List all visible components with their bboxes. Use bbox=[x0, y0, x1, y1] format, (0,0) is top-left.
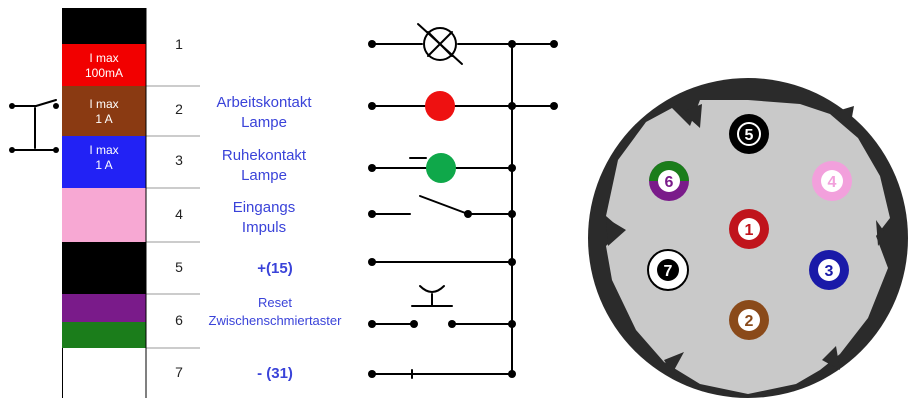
label-ruhekontakt: Ruhekontakt Lampe bbox=[169, 146, 359, 186]
current-limit-3: I max 1 A bbox=[62, 143, 146, 173]
label-eingang-line1: Eingangs bbox=[232, 199, 296, 216]
label-reset-line1: Reset bbox=[258, 295, 292, 310]
connector-pin-2: 2 bbox=[729, 300, 769, 340]
connector-pin-4: 4 bbox=[812, 161, 852, 201]
swatch-brown bbox=[62, 86, 146, 136]
label-reset: Reset Zwischenschmiertaster bbox=[180, 294, 370, 330]
connector-pin-7: 7 bbox=[647, 249, 689, 291]
current-limit-2-line1: I max bbox=[89, 97, 119, 111]
connector-pin-3: 3 bbox=[809, 250, 849, 290]
label-arbeitskontakt: Arbeitskontakt Lampe bbox=[169, 93, 359, 133]
pin-number-3: 3 bbox=[175, 152, 183, 168]
swatch-black-1 bbox=[62, 8, 146, 44]
swatch-black-2 bbox=[62, 242, 146, 294]
pin-number-2: 2 bbox=[175, 101, 183, 117]
connector-pin-6: 6 bbox=[649, 161, 689, 201]
swatch-pink bbox=[62, 188, 146, 242]
pin-number-1: 1 bbox=[175, 36, 183, 52]
green-lamp-indicator bbox=[426, 153, 456, 183]
pin-number-4: 4 bbox=[175, 206, 183, 222]
label-eingang-line2: Impuls bbox=[241, 219, 287, 236]
svg-text:7: 7 bbox=[664, 263, 673, 280]
connector-pin-1: 1 bbox=[729, 209, 769, 249]
svg-text:5: 5 bbox=[745, 127, 754, 144]
pin-number-6: 6 bbox=[175, 312, 183, 328]
current-limit-2-line2: 1 A bbox=[95, 112, 113, 126]
connector-pin-5: 5 bbox=[729, 114, 769, 154]
svg-text:3: 3 bbox=[825, 263, 834, 280]
swatch-green bbox=[62, 322, 146, 348]
label-reset-line2: Zwischenschmiertaster bbox=[208, 313, 342, 328]
current-limit-1-line2: 100mA bbox=[84, 66, 124, 80]
current-limit-1-line1: I max bbox=[89, 51, 119, 65]
label-arbeitskontakt-line2: Lampe bbox=[241, 114, 287, 131]
swatch-violet bbox=[62, 294, 146, 322]
pin-number-5: 5 bbox=[175, 259, 183, 275]
svg-text:4: 4 bbox=[828, 174, 837, 191]
swatch-blue bbox=[62, 136, 146, 188]
label-ruhekontakt-line2: Lampe bbox=[241, 167, 287, 184]
label-arbeitskontakt-line1: Arbeitskontakt bbox=[216, 94, 312, 111]
label-minus-31: - (31) bbox=[257, 365, 293, 382]
current-limit-3-line2: 1 A bbox=[95, 158, 113, 172]
svg-text:2: 2 bbox=[745, 313, 754, 330]
red-lamp-indicator bbox=[425, 91, 455, 121]
swatch-white bbox=[62, 348, 146, 398]
pin-number-7: 7 bbox=[175, 364, 183, 380]
label-eingangs-impuls: Eingangs Impuls bbox=[169, 198, 359, 238]
swatch-red bbox=[62, 44, 146, 86]
label-plus-15: +(15) bbox=[257, 260, 293, 277]
current-limit-2: I max 1 A bbox=[62, 97, 146, 127]
current-limit-3-line1: I max bbox=[89, 143, 119, 157]
svg-text:6: 6 bbox=[665, 174, 674, 191]
current-limit-1: I max 100mA bbox=[62, 51, 146, 81]
label-ruhekontakt-line1: Ruhekontakt bbox=[221, 147, 307, 164]
svg-text:1: 1 bbox=[745, 222, 754, 239]
